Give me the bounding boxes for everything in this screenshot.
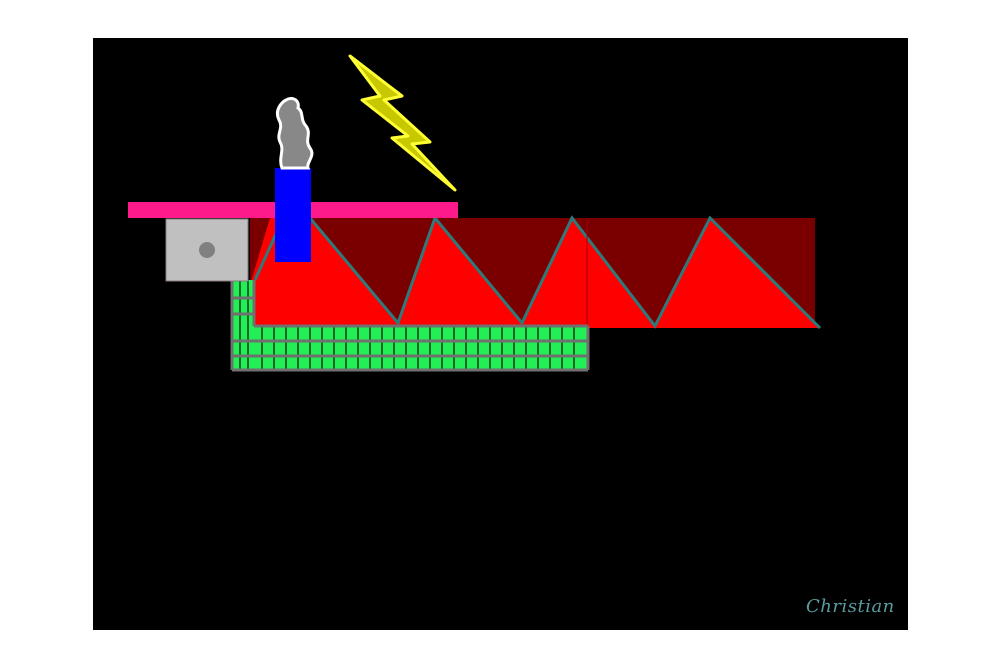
green-grid xyxy=(230,280,590,372)
grey-box-dot xyxy=(199,242,215,258)
smoke-cloud-icon xyxy=(275,96,314,170)
blue-chimney xyxy=(275,168,311,262)
lightning-bolt-icon xyxy=(348,54,457,192)
signature: Christian xyxy=(806,596,895,617)
body-red-zigzag xyxy=(250,218,820,328)
